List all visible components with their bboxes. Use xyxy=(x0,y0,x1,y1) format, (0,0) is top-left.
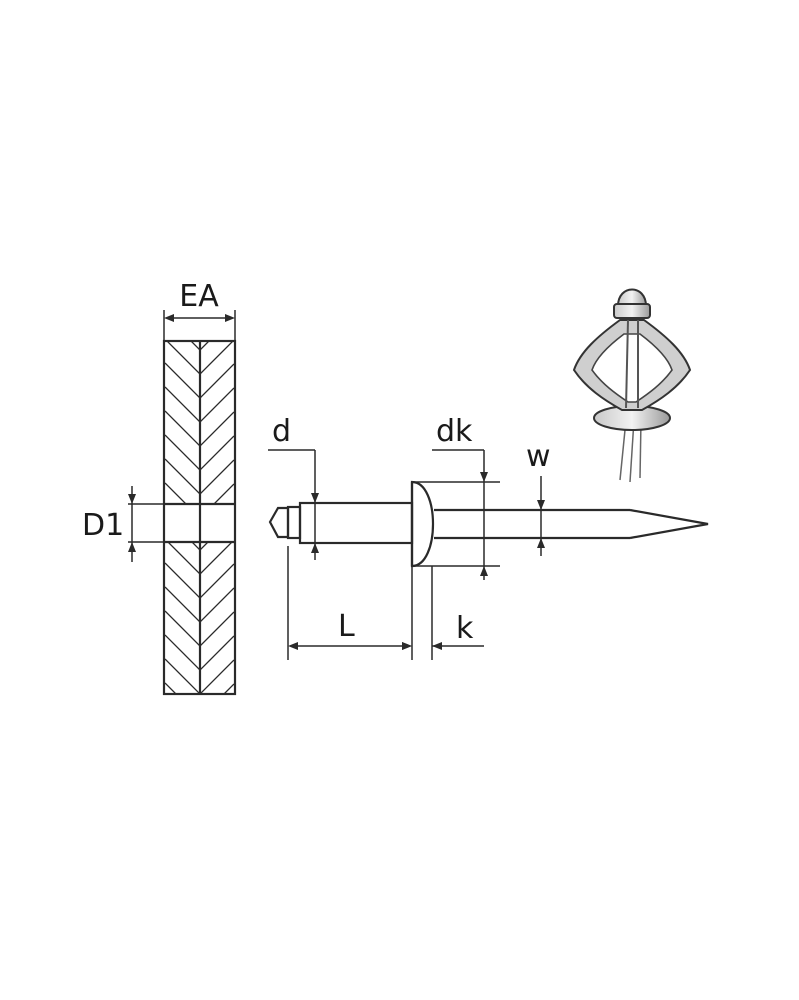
hatch-line xyxy=(165,634,200,671)
hatching-lower-left xyxy=(165,467,200,766)
dimension-w: w xyxy=(526,439,551,556)
hatch-line xyxy=(200,342,233,375)
label-L: L xyxy=(338,609,355,644)
hatch-line xyxy=(200,363,234,399)
label-D1: D1 xyxy=(82,508,124,543)
dimension-EA: EA xyxy=(163,279,236,341)
hatch-line xyxy=(200,387,234,423)
hatch-line xyxy=(165,386,200,423)
hatch-line xyxy=(200,611,234,647)
hatch-line xyxy=(165,482,187,504)
hatch-line xyxy=(200,542,233,575)
hatch-line xyxy=(200,411,234,447)
hatch-line xyxy=(165,531,200,566)
hatch-line xyxy=(167,542,200,575)
installed-rivet-illustration xyxy=(572,288,692,483)
hatch-line xyxy=(165,362,200,399)
rivet-dome-head xyxy=(410,480,435,568)
label-dk: dk xyxy=(436,414,473,449)
hatch-line xyxy=(200,542,209,551)
hatch-line xyxy=(223,683,234,694)
rivet-side-view xyxy=(268,480,709,568)
hatch-line xyxy=(200,459,234,495)
hatching-upper-right xyxy=(200,342,234,566)
hatch-line xyxy=(200,732,234,766)
plate-section xyxy=(162,339,237,766)
hatch-line xyxy=(200,659,234,694)
hatch-line xyxy=(165,707,200,742)
label-d: d xyxy=(272,414,291,449)
hatching-lower-right xyxy=(200,468,234,766)
dimension-k: k xyxy=(402,566,484,660)
hatch-line xyxy=(213,483,234,504)
mandrel-tip xyxy=(629,508,709,540)
hatch-line xyxy=(165,434,200,471)
hatch-line xyxy=(165,562,200,599)
hatch-line xyxy=(165,610,200,647)
hatch-line xyxy=(200,342,209,351)
hatch-line xyxy=(165,586,200,623)
hatch-line xyxy=(165,410,200,447)
hatch-line xyxy=(200,635,234,671)
hatching-upper-left xyxy=(165,342,200,566)
label-k: k xyxy=(456,611,474,646)
hatch-line xyxy=(200,563,234,599)
hatch-line xyxy=(191,542,200,551)
mandrel-neck xyxy=(286,505,302,540)
hatch-line xyxy=(200,468,234,502)
hatch-line xyxy=(165,682,177,694)
hatch-line xyxy=(200,587,234,623)
hatch-line xyxy=(165,658,200,694)
hatch-line xyxy=(167,342,200,375)
hatch-line xyxy=(200,435,234,471)
hatch-line xyxy=(200,708,234,742)
dimension-d: d xyxy=(268,414,319,560)
hatch-line xyxy=(200,508,234,542)
hatch-line xyxy=(200,492,234,526)
hatch-line xyxy=(165,507,200,542)
label-EA: EA xyxy=(179,279,219,314)
hatch-line xyxy=(165,731,200,766)
mandrel-head xyxy=(268,506,290,539)
dimension-L: L xyxy=(287,546,413,660)
hatch-line xyxy=(165,467,200,502)
dimension-D1: D1 xyxy=(82,486,164,562)
hatch-line xyxy=(165,491,200,526)
dimension-dk: dk xyxy=(412,414,500,580)
hatch-line xyxy=(191,342,200,351)
hatch-line xyxy=(200,532,234,566)
label-w: w xyxy=(526,439,551,474)
rivet-body xyxy=(298,501,414,545)
hatch-line xyxy=(165,458,200,495)
